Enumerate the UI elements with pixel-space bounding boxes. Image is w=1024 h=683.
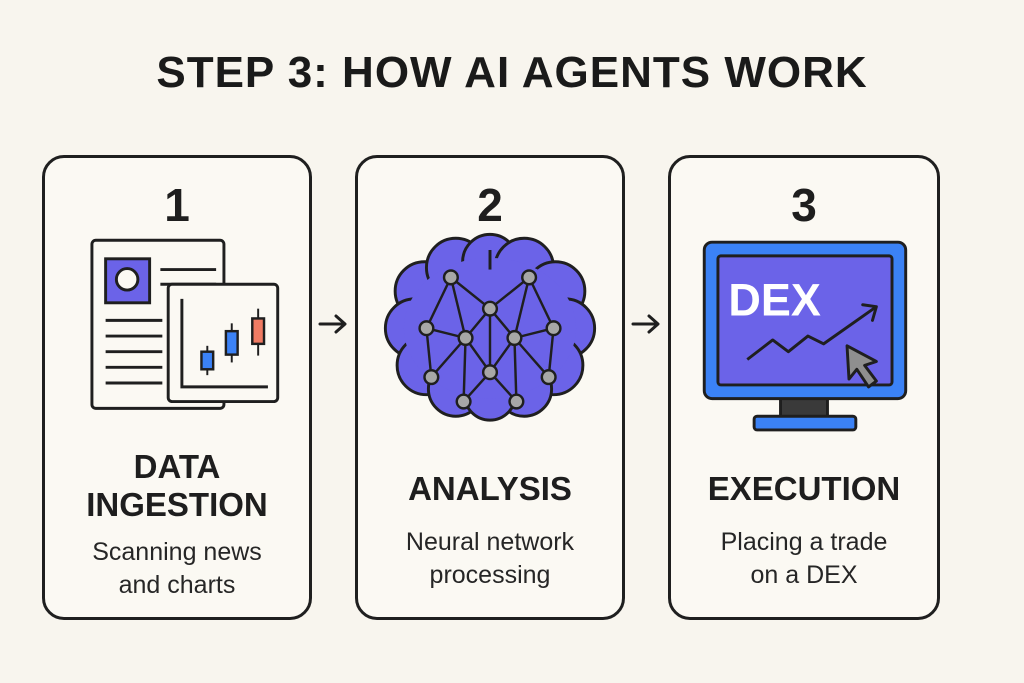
step-title: EXECUTION	[707, 470, 901, 507]
step-title: DATA INGESTION	[86, 448, 268, 523]
step-title: ANALYSIS	[408, 470, 572, 507]
arrow-right-icon	[631, 314, 660, 334]
step-card-analysis: 2	[355, 155, 625, 620]
step-description: Placing a trade on a DEX	[720, 528, 888, 589]
step-description: Neural network processing	[405, 528, 575, 589]
arrow-right-icon	[318, 314, 347, 334]
documents-chart-icon	[90, 238, 280, 410]
step-card-execution: 3 DEX EXECUTION Placing a trade on a DEX	[668, 155, 940, 620]
step-card-data-ingestion: 1 DATA INGESTION Scanning news and chart…	[42, 155, 312, 620]
page-title: STEP 3: HOW AI AGENTS WORK	[156, 48, 868, 97]
step-number: 1	[164, 179, 190, 231]
monitor-label: DEX	[728, 275, 820, 326]
step-number: 2	[477, 179, 503, 231]
step-description: Scanning news and charts	[92, 538, 262, 599]
neural-brain-icon	[383, 232, 597, 422]
monitor-dex-icon: DEX	[702, 240, 908, 432]
step-number: 3	[791, 179, 817, 231]
